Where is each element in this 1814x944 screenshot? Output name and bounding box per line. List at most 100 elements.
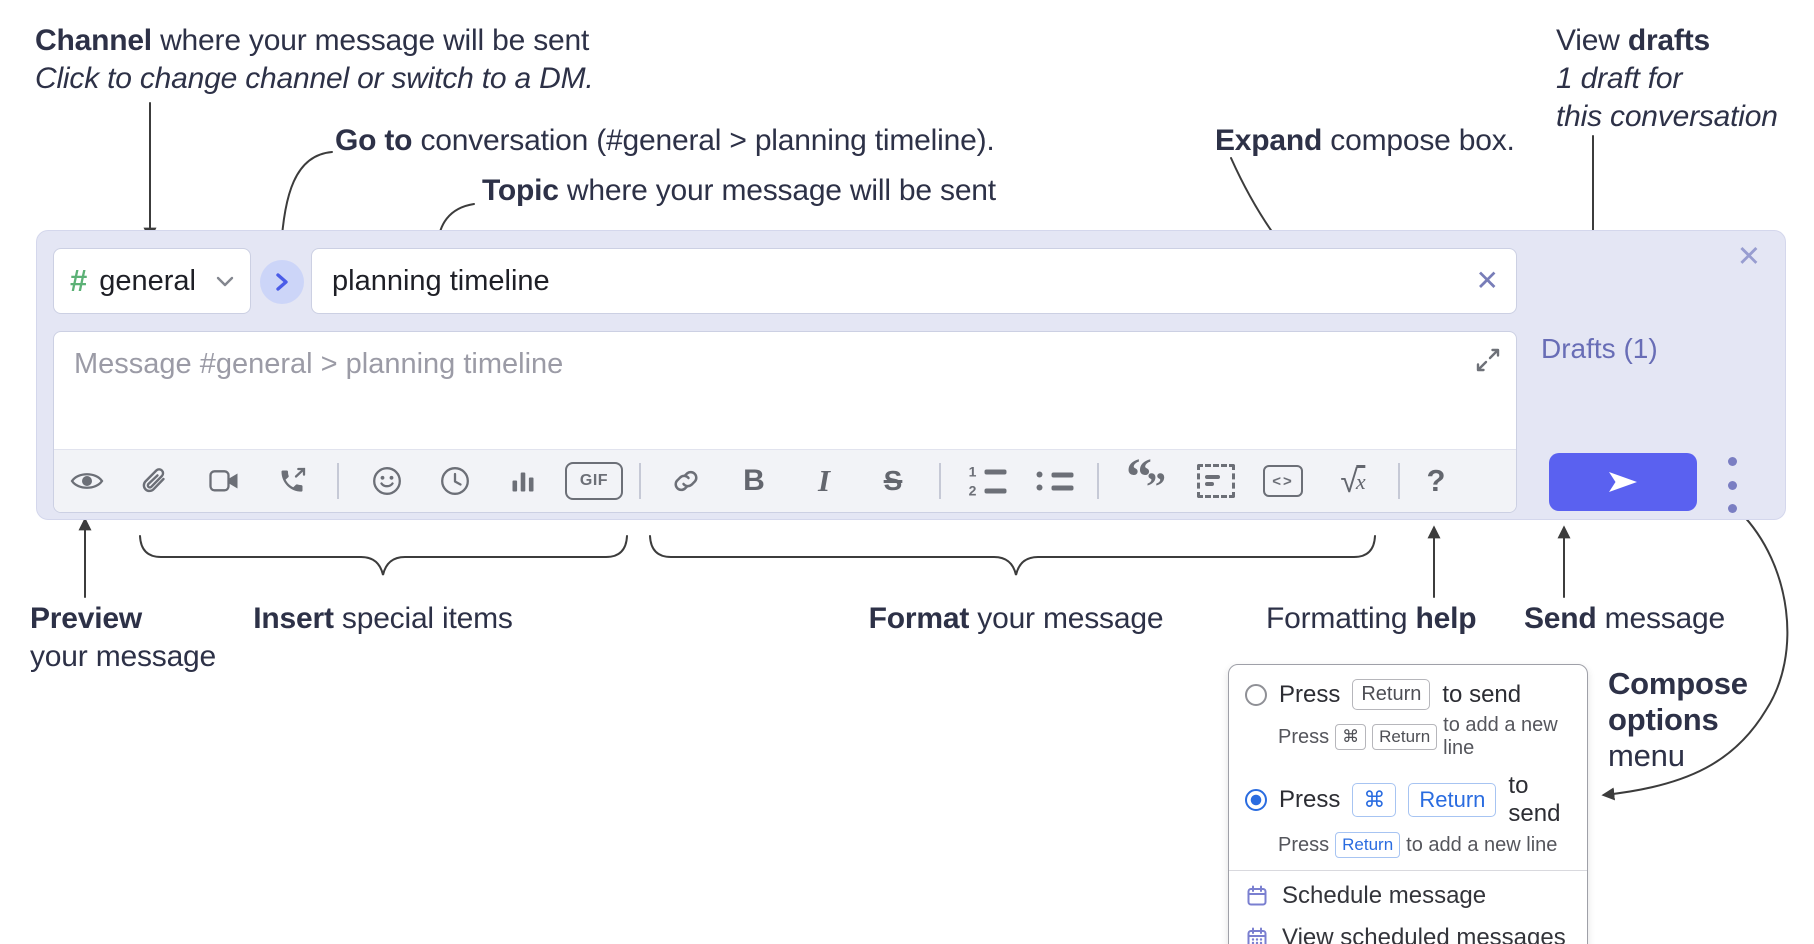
annotation-view-drafts-pre: View	[1556, 24, 1628, 57]
annotation-send-bold: Send	[1524, 602, 1597, 635]
kbd-return: Return	[1352, 679, 1431, 710]
annotation-view-drafts-bold: drafts	[1627, 24, 1710, 57]
annotation-send: Send message	[1524, 600, 1725, 638]
voice-call-icon[interactable]	[278, 467, 307, 495]
annotation-format: Format your message	[869, 600, 1164, 638]
numbered-list-icon[interactable]: 1 2	[968, 463, 1007, 499]
annotation-channel-rest: where your message will be sent	[151, 24, 590, 57]
math-root-glyph: √	[1340, 463, 1358, 499]
message-input[interactable]	[54, 332, 1516, 450]
annotation-expand: Expand compose box.	[1215, 122, 1515, 160]
annotation-channel-bold: Channel	[35, 24, 152, 57]
compose-box: # general ✕ ✕ Drafts (1)	[36, 230, 1786, 520]
annotation-topic-bold: Topic	[482, 174, 559, 207]
kbd-return-small: Return	[1372, 724, 1438, 750]
popup-divider	[1229, 870, 1587, 871]
math-icon[interactable]: √x	[1340, 463, 1366, 499]
spoiler-icon[interactable]	[1197, 464, 1235, 498]
kbd-return-blue: Return	[1408, 783, 1497, 817]
annotation-view-drafts: View drafts 1 draft for this conversatio…	[1556, 22, 1778, 136]
annotation-goto-rest: conversation (#general > planning timeli…	[412, 124, 995, 157]
toolbar-divider	[639, 463, 641, 499]
annotation-preview: Preview your message	[30, 600, 216, 676]
drafts-link[interactable]: Drafts (1)	[1541, 333, 1658, 364]
clear-topic-icon[interactable]: ✕	[1475, 265, 1499, 296]
option2-sub-press: Press	[1278, 833, 1330, 856]
channel-hash-icon: #	[70, 263, 88, 298]
menu-item-label: Schedule message	[1282, 882, 1487, 909]
menu-item-schedule-message[interactable]: Schedule message	[1229, 875, 1587, 917]
ol-number-1: 1	[968, 463, 977, 480]
radio-selected-icon[interactable]	[1245, 789, 1267, 811]
send-icon	[1609, 472, 1637, 492]
send-button[interactable]	[1549, 453, 1697, 511]
option1-sub-press: Press	[1278, 725, 1330, 748]
annotation-goto: Go to conversation (#general > planning …	[335, 122, 995, 160]
annotation-compose-options-line1: Compose	[1608, 666, 1748, 701]
channel-selector[interactable]: # general	[53, 248, 251, 314]
option2-suffix: to send	[1508, 772, 1561, 827]
annotation-expand-bold: Expand	[1215, 124, 1323, 157]
video-call-icon[interactable]	[209, 470, 239, 493]
calendar-dots-icon	[1247, 927, 1267, 944]
menu-item-view-scheduled[interactable]: View scheduled messages	[1229, 917, 1587, 944]
calendar-icon	[1247, 885, 1267, 906]
option2-sub-suffix: to add a new line	[1406, 833, 1558, 856]
topic-input[interactable]	[311, 248, 1517, 314]
kbd-return-small-blue: Return	[1335, 832, 1401, 858]
topic-field-wrapper: ✕	[311, 248, 1517, 314]
code-icon[interactable]: <>	[1263, 465, 1303, 497]
strikethrough-icon[interactable]: S	[884, 465, 903, 497]
toolbar-divider	[337, 463, 339, 499]
annotation-topic-rest: where your message will be sent	[558, 174, 996, 207]
gif-icon[interactable]: GIF	[565, 462, 623, 500]
compose-options-menu-icon[interactable]	[1723, 457, 1741, 513]
option-cmd-enter-to-send[interactable]: Press ⌘ Return to send	[1229, 768, 1587, 830]
option2-subtext: Press Return to add a new line	[1229, 830, 1587, 866]
menu-item-label: View scheduled messages	[1282, 924, 1566, 944]
italic-icon[interactable]: I	[818, 463, 830, 499]
channel-name: general	[99, 264, 196, 297]
quote-open-glyph: “	[1126, 449, 1152, 506]
expand-compose-icon[interactable]	[1474, 346, 1502, 379]
poll-icon[interactable]	[510, 468, 537, 495]
annotation-channel-sub: Click to change channel or switch to a D…	[35, 62, 594, 95]
attach-file-icon[interactable]	[140, 466, 170, 497]
toolbar-divider	[1097, 463, 1099, 499]
annotation-view-drafts-line3: this conversation	[1556, 100, 1778, 133]
toolbar-divider	[1398, 463, 1400, 499]
chevron-right-icon	[276, 273, 288, 291]
radio-unselected-icon[interactable]	[1245, 683, 1267, 706]
annotation-help-pre: Formatting	[1266, 602, 1416, 635]
message-formatting-help-icon[interactable]: ?	[1427, 463, 1446, 499]
annotation-compose-options-line3: menu	[1608, 738, 1685, 773]
option-enter-to-send[interactable]: Press Return to send	[1229, 675, 1587, 712]
math-var-glyph: x	[1355, 465, 1366, 495]
annotation-expand-rest: compose box.	[1322, 124, 1515, 157]
annotation-insert-bold: Insert	[253, 602, 334, 635]
strikethrough-glyph: S	[883, 465, 903, 496]
italic-glyph: I	[817, 463, 831, 498]
time-icon[interactable]	[440, 466, 471, 497]
bold-icon[interactable]: B	[743, 464, 765, 498]
close-compose-icon[interactable]: ✕	[1736, 241, 1761, 273]
quote-icon[interactable]: “”	[1126, 452, 1166, 507]
chevron-down-icon	[216, 276, 234, 287]
link-icon[interactable]	[671, 466, 702, 497]
annotation-topic: Topic where your message will be sent	[482, 172, 996, 210]
ol-number-2: 2	[968, 482, 977, 499]
annotation-format-bold: Format	[868, 602, 970, 635]
code-glyph: <>	[1263, 465, 1303, 497]
bulleted-list-icon[interactable]	[1035, 471, 1074, 491]
annotation-channel: Channel where your message will be sent …	[35, 22, 594, 98]
annotation-help-bold: help	[1415, 602, 1477, 635]
preview-icon[interactable]	[70, 469, 104, 493]
annotation-preview-line2: your message	[30, 640, 217, 673]
annotation-compose-options: Compose options menu	[1608, 666, 1748, 774]
go-to-conversation-button[interactable]	[260, 260, 304, 304]
compose-options-popup: Press Return to send Press ⌘ Return to a…	[1228, 664, 1588, 944]
annotation-preview-bold: Preview	[30, 602, 143, 635]
annotation-insert: Insert special items	[253, 600, 513, 638]
brace-format	[649, 535, 1376, 576]
emoji-icon[interactable]	[372, 466, 403, 497]
